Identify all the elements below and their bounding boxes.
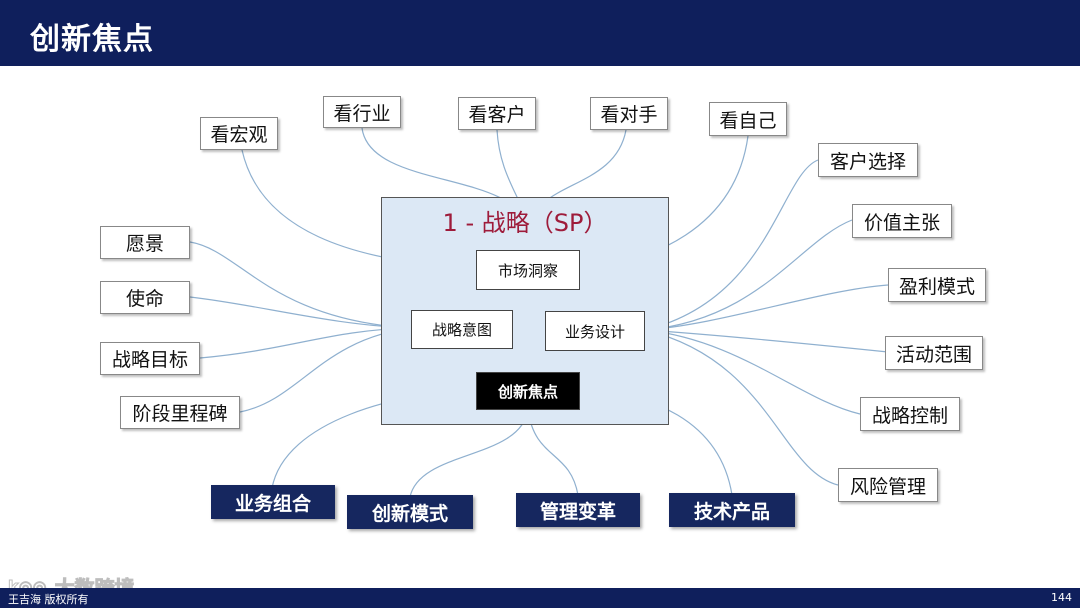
left-item-strategic-goal: 战略目标 bbox=[100, 342, 200, 375]
bottom-item-technology-product: 技术产品 bbox=[669, 493, 795, 527]
left-item-mission: 使命 bbox=[100, 281, 190, 314]
left-item-vision: 愿景 bbox=[100, 226, 190, 259]
right-item-risk-management: 风险管理 bbox=[838, 468, 938, 502]
strategic-intent-box: 战略意图 bbox=[411, 310, 513, 349]
top-item-industry: 看行业 bbox=[323, 96, 401, 128]
business-design-box: 业务设计 bbox=[545, 311, 645, 351]
left-item-milestone: 阶段里程碑 bbox=[120, 396, 240, 429]
right-item-activity-scope: 活动范围 bbox=[885, 336, 983, 370]
top-item-competitor: 看对手 bbox=[590, 97, 668, 130]
innovation-focus-box: 创新焦点 bbox=[476, 372, 580, 410]
right-item-strategic-control: 战略控制 bbox=[860, 397, 960, 431]
strategy-title: 1 - 战略（SP） bbox=[442, 209, 608, 237]
bottom-item-management-change: 管理变革 bbox=[516, 493, 640, 527]
copyright-text: 王吉海 版权所有 bbox=[8, 593, 89, 606]
market-insight-box: 市场洞察 bbox=[476, 250, 580, 290]
right-item-profit-model: 盈利模式 bbox=[888, 268, 986, 302]
top-item-macro: 看宏观 bbox=[200, 117, 278, 150]
bottom-item-innovation-model: 创新模式 bbox=[347, 495, 473, 529]
footer-bar: 王吉海 版权所有 144 bbox=[0, 588, 1080, 608]
right-item-value-proposition: 价值主张 bbox=[852, 204, 952, 238]
page-number: 144 bbox=[1051, 591, 1072, 604]
bottom-item-business-portfolio: 业务组合 bbox=[211, 485, 335, 519]
top-item-customer: 看客户 bbox=[458, 97, 536, 130]
right-item-customer-selection: 客户选择 bbox=[818, 143, 918, 177]
page-title: 创新焦点 bbox=[30, 22, 154, 57]
header-bar: 创新焦点 bbox=[0, 0, 1080, 66]
top-item-self: 看自己 bbox=[709, 102, 787, 136]
